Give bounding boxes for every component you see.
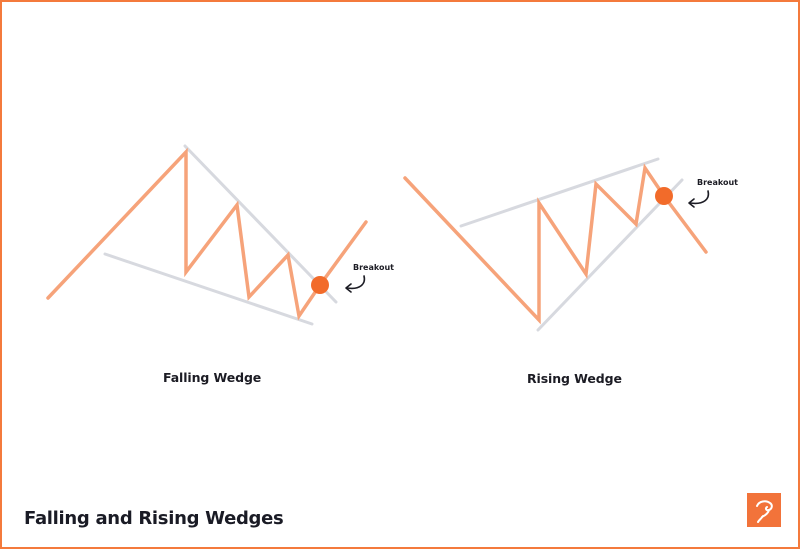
falling-wedge-chart — [46, 144, 368, 326]
falling-wedge-price-line — [46, 147, 368, 321]
rising-wedge-caption: Rising Wedge — [527, 371, 622, 386]
rising-wedge-lower-trendline — [536, 178, 684, 332]
falling-wedge-breakout-label: Breakout — [353, 263, 394, 272]
rising-wedge-breakout-dot — [655, 187, 673, 205]
rising-wedge-arrowhead-icon — [688, 198, 695, 208]
falling-wedge-lower-trendline — [103, 252, 314, 326]
falling-wedge-arrowhead-icon — [345, 283, 352, 293]
rising-wedge-breakout-label: Breakout — [697, 178, 738, 187]
brand-logo — [747, 493, 781, 527]
falling-wedge-caption: Falling Wedge — [163, 370, 262, 385]
falling-wedge-breakout-arrow-icon — [346, 275, 366, 290]
falling-wedge-breakout-dot — [311, 276, 329, 294]
footer-title: Falling and Rising Wedges — [24, 508, 284, 529]
rising-wedge-price-line — [403, 163, 708, 325]
rising-wedge-upper-trendline — [459, 157, 660, 228]
falling-wedge-upper-trendline — [183, 144, 338, 304]
brand-logo-icon — [756, 500, 773, 523]
rising-wedge-chart — [403, 157, 710, 332]
rising-wedge-breakout-arrow-icon — [689, 190, 710, 205]
